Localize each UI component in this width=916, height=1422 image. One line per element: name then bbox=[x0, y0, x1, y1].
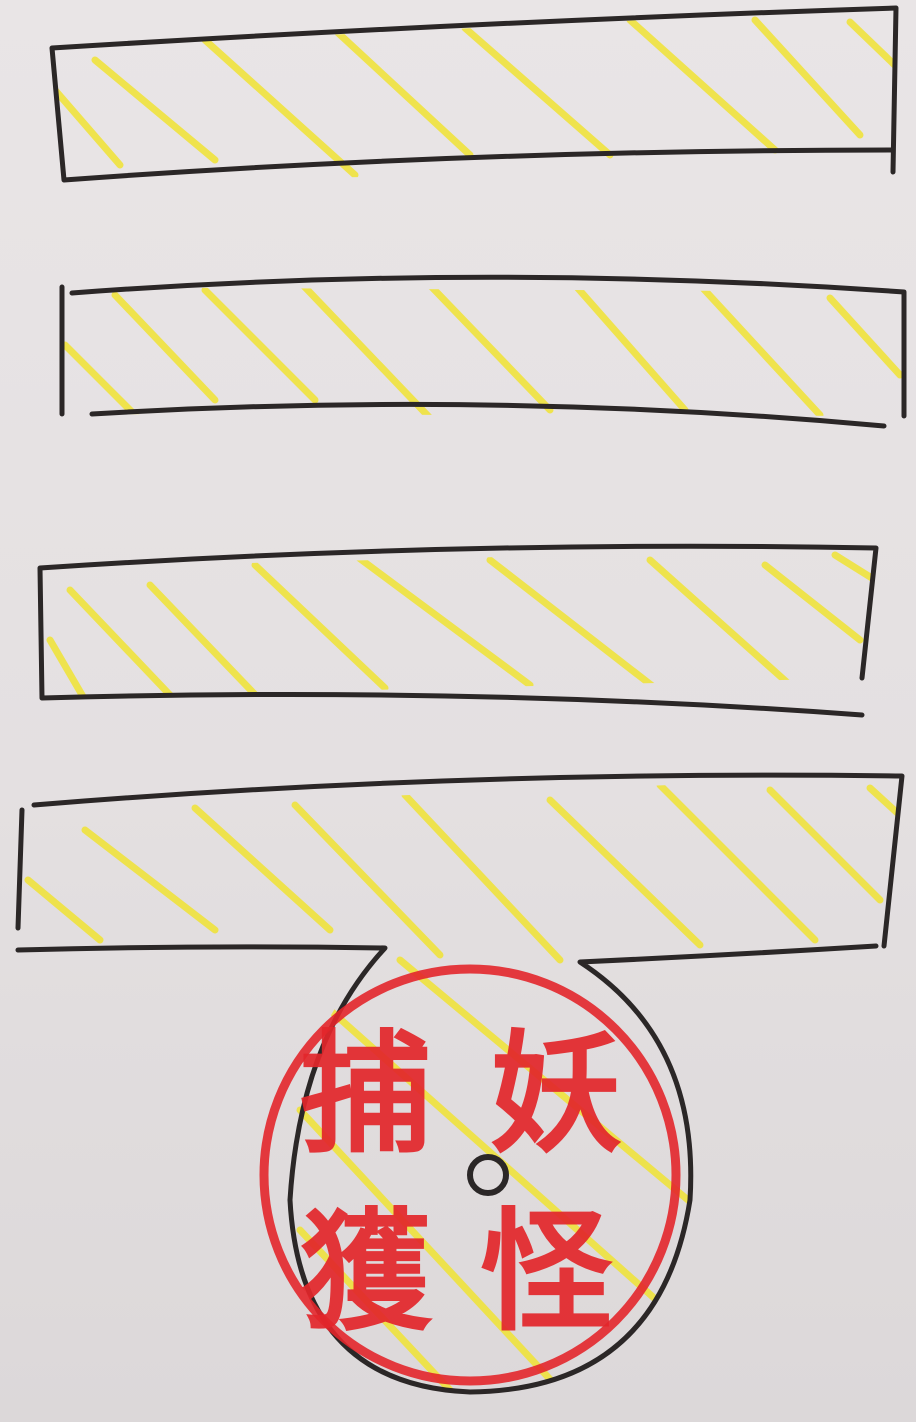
hatched-bar-1 bbox=[49, 5, 899, 183]
stamp-ring bbox=[259, 964, 681, 1386]
red-seal-stamp: 妖 怪 捕 獲 bbox=[259, 964, 681, 1386]
stamp-char-2: 怪 bbox=[480, 1195, 613, 1350]
stamp-char-3: 捕 bbox=[300, 1017, 432, 1172]
drawn-small-circle bbox=[467, 1154, 509, 1196]
stamp-char-1: 妖 bbox=[490, 1017, 622, 1172]
hatched-bar-2 bbox=[59, 274, 907, 429]
stamp-char-4: 獲 bbox=[300, 1195, 433, 1350]
hatched-bar-3 bbox=[37, 543, 879, 718]
hatched-bar-4-with-head bbox=[15, 772, 905, 1395]
